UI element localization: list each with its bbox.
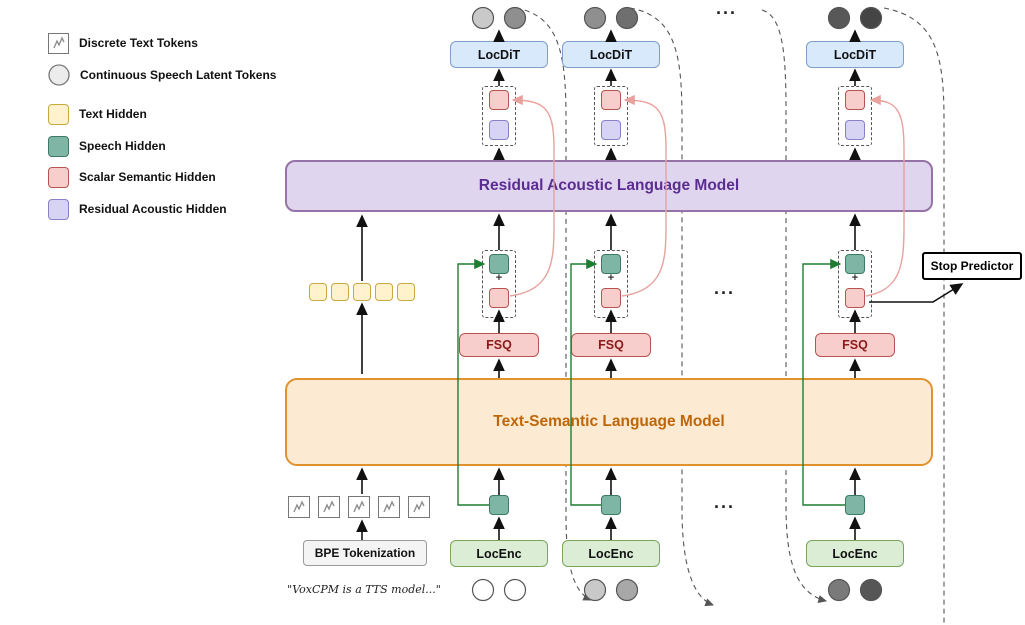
residual-acoustic-square <box>489 120 509 140</box>
discrete-token-icon <box>48 32 69 54</box>
speech-hidden-square <box>845 254 865 274</box>
fsq-label: FSQ <box>486 338 512 352</box>
ellipsis: ... <box>716 0 738 18</box>
locenc-label: LocEnc <box>832 546 878 561</box>
scalar-semantic-square <box>845 288 865 308</box>
locdit-label: LocDiT <box>589 47 633 62</box>
speech-latent-circle <box>827 578 851 602</box>
speech-hidden-square <box>489 495 509 515</box>
text-hidden-square <box>309 283 327 301</box>
bpe-tokenization-box: BPE Tokenization <box>303 540 427 566</box>
text-semantic-lm-label: Text-Semantic Language Model <box>493 413 725 430</box>
locenc-box: LocEnc <box>562 540 660 567</box>
fsq-label: FSQ <box>598 338 624 352</box>
fsq-box: FSQ <box>571 333 651 357</box>
discrete-token <box>408 496 430 518</box>
speech-hidden-swatch-icon <box>48 135 69 157</box>
fsq-box: FSQ <box>815 333 895 357</box>
stop-predictor-box: Stop Predictor <box>922 252 1022 280</box>
locdit-box: LocDiT <box>562 41 660 68</box>
legend-item-residual-acoustic-hidden: Residual Acoustic Hidden <box>48 198 227 220</box>
speech-hidden-square <box>845 495 865 515</box>
input-text-quote: "VoxCPM is a TTS model..." <box>287 583 441 596</box>
ellipsis: ... <box>714 278 736 298</box>
legend-label: Continuous Speech Latent Tokens <box>80 68 277 82</box>
fsq-box: FSQ <box>459 333 539 357</box>
speech-hidden-square <box>601 495 621 515</box>
speech-latent-circle <box>471 578 495 602</box>
speech-latent-circle <box>503 6 527 30</box>
legend-item-speech-latent-tokens: Continuous Speech Latent Tokens <box>48 64 276 86</box>
plus-label: + <box>607 272 615 284</box>
scalar-semantic-square <box>489 288 509 308</box>
scalar-semantic-square <box>845 90 865 110</box>
speech-latent-circle <box>615 6 639 30</box>
legend-item-scalar-semantic-hidden: Scalar Semantic Hidden <box>48 166 216 188</box>
plus-label: + <box>851 272 859 284</box>
speech-hidden-square <box>489 254 509 274</box>
text-hidden-square <box>331 283 349 301</box>
legend-label: Scalar Semantic Hidden <box>79 170 216 184</box>
speech-latent-circle <box>583 578 607 602</box>
speech-latent-circle <box>471 6 495 30</box>
ellipsis: ... <box>714 492 736 512</box>
locenc-label: LocEnc <box>476 546 522 561</box>
locenc-box: LocEnc <box>450 540 548 567</box>
legend-label: Speech Hidden <box>79 139 166 153</box>
locdit-box: LocDiT <box>450 41 548 68</box>
plus-label: + <box>495 272 503 284</box>
discrete-token <box>318 496 340 518</box>
locenc-label: LocEnc <box>588 546 634 561</box>
speech-latent-circle-icon <box>48 64 70 86</box>
discrete-token <box>348 496 370 518</box>
residual-acoustic-square <box>601 120 621 140</box>
residual-acoustic-lm-box: Residual Acoustic Language Model <box>285 160 933 212</box>
locdit-label: LocDiT <box>833 47 877 62</box>
text-hidden-square <box>375 283 393 301</box>
speech-latent-circle <box>859 578 883 602</box>
residual-acoustic-lm-label: Residual Acoustic Language Model <box>478 177 740 194</box>
legend-label: Residual Acoustic Hidden <box>79 202 227 216</box>
stop-predictor-label: Stop Predictor <box>930 259 1014 273</box>
speech-latent-circle <box>583 6 607 30</box>
scalar-semantic-swatch-icon <box>48 166 69 188</box>
legend-item-text-hidden: Text Hidden <box>48 103 147 125</box>
legend-label: Discrete Text Tokens <box>79 36 198 50</box>
scalar-semantic-square <box>601 288 621 308</box>
legend-item-discrete-text-tokens: Discrete Text Tokens <box>48 32 198 54</box>
scalar-semantic-square <box>489 90 509 110</box>
loop-paths <box>515 7 945 624</box>
legend-label: Text Hidden <box>79 107 147 121</box>
locdit-box: LocDiT <box>806 41 904 68</box>
text-hidden-swatch-icon <box>48 103 69 125</box>
speech-latent-circle <box>827 6 851 30</box>
text-hidden-square <box>397 283 415 301</box>
discrete-token <box>288 496 310 518</box>
speech-hidden-square <box>601 254 621 274</box>
locenc-box: LocEnc <box>806 540 904 567</box>
speech-latent-circle <box>503 578 527 602</box>
discrete-token <box>378 496 400 518</box>
text-hidden-square <box>353 283 371 301</box>
legend-item-speech-hidden: Speech Hidden <box>48 135 166 157</box>
scalar-semantic-square <box>601 90 621 110</box>
fsq-label: FSQ <box>842 338 868 352</box>
residual-acoustic-swatch-icon <box>48 198 69 220</box>
text-semantic-lm-box: Text-Semantic Language Model <box>285 378 933 466</box>
bpe-tokenization-label: BPE Tokenization <box>314 546 416 560</box>
speech-latent-circle <box>615 578 639 602</box>
locdit-label: LocDiT <box>477 47 521 62</box>
residual-acoustic-square <box>845 120 865 140</box>
speech-latent-circle <box>859 6 883 30</box>
